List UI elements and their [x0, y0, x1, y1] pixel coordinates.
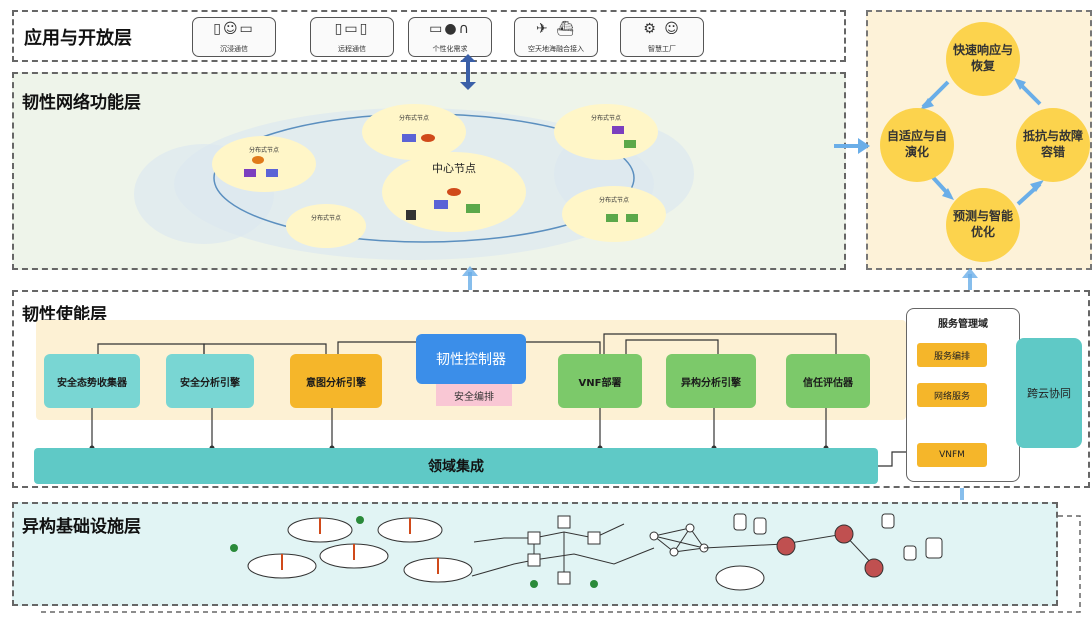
domain-integration-bar[interactable]: 领域集成: [34, 448, 878, 484]
switch-icon: [527, 531, 541, 545]
resilience-prediction: 预测与智能优化: [946, 188, 1020, 262]
dist-node-cloud: [554, 104, 658, 160]
svc-vnfm[interactable]: VNFM: [917, 443, 987, 467]
module-vnf-deploy[interactable]: VNF部署: [558, 354, 642, 408]
router-icon: [421, 134, 435, 142]
dist-node-label: 分布式节点: [591, 114, 621, 122]
enable-connectors: [89, 333, 906, 467]
app-layer-title: 应用与开放层: [24, 28, 132, 49]
module-security-analysis[interactable]: 安全分析引擎: [166, 354, 254, 408]
app-label: 沉浸通信: [220, 45, 248, 53]
dist-node-label: 分布式节点: [311, 214, 341, 222]
app-space-ground[interactable]: ✈ ⛴ 空天地海融合接入: [514, 17, 598, 57]
device-icon: [624, 140, 636, 148]
factory-icon: ⚙ ☺: [643, 21, 681, 37]
dist-node-cloud: [212, 136, 316, 192]
dist-node-cloud: [362, 104, 466, 160]
device-icon: [466, 204, 480, 213]
app-label: 远程通信: [338, 45, 366, 53]
resilience-fast-response: 快速响应与恢复: [946, 22, 1020, 96]
app-immersive[interactable]: ▯☺▭ 沉浸通信: [192, 17, 276, 57]
storage-icon: [925, 537, 943, 559]
switch-icon: [557, 571, 571, 585]
app-label: 智慧工厂: [648, 45, 676, 53]
switch-icon: [527, 553, 541, 567]
phones-icon: ▯▭▯: [334, 21, 370, 37]
device-icon: [606, 214, 618, 222]
infra-layer: 异构基础设施层: [12, 502, 1058, 606]
mesh-network: [649, 523, 709, 557]
app-layer: 应用与开放层 ▯☺▭ 沉浸通信 ▯▭▯ 远程通信 ▭●∩ 个性化需求 ✈ ⛴ 空…: [12, 10, 846, 62]
device-icon: [402, 134, 416, 142]
center-node-label: 中心节点: [432, 162, 476, 175]
router-icon: [776, 536, 796, 556]
cloud-icon: [715, 565, 765, 591]
app-remote[interactable]: ▯▭▯ 远程通信: [310, 17, 394, 57]
switch-icon: [587, 531, 601, 545]
storage-icon: [753, 517, 767, 535]
dist-node-label: 分布式节点: [399, 114, 429, 122]
device-icon: [434, 200, 448, 209]
service-management-panel: 服务管理域 服务编排 网络服务 VNFM: [906, 308, 1020, 482]
module-trust-evaluator[interactable]: 信任评估器: [786, 354, 870, 408]
user-icon: ▭●∩: [429, 21, 471, 37]
app-personal[interactable]: ▭●∩ 个性化需求: [408, 17, 492, 57]
infra-layer-title: 异构基础设施层: [22, 517, 141, 537]
enable-layer: 韧性使能层 安全态势收集器 安全分析引擎 意图分析引擎 韧性控制器 安全编排 V…: [12, 290, 1090, 488]
app-smart-factory[interactable]: ⚙ ☺ 智慧工厂: [620, 17, 704, 57]
module-heterogeneous-analysis[interactable]: 异构分析引擎: [666, 354, 756, 408]
router-icon: [447, 188, 461, 196]
network-layer: 韧性网络功能层 中心节点 分布式节点 分布式节点 分布式节点 分布式节点: [12, 72, 846, 270]
resilience-panel: 快速响应与恢复 自适应与自演化 抵抗与故障容错 预测与智能优化: [866, 10, 1092, 270]
device-icon: [244, 169, 256, 177]
device-icon: [266, 169, 278, 177]
resilience-adaptive: 自适应与自演化: [880, 108, 954, 182]
svc-orchestration[interactable]: 服务编排: [917, 343, 987, 367]
resilience-controller[interactable]: 韧性控制器: [416, 334, 526, 384]
resilience-fault-tolerance: 抵抗与故障容错: [1016, 108, 1090, 182]
cycle-arrows: [920, 78, 1044, 206]
storage-icon: [881, 513, 895, 529]
svc-network-service[interactable]: 网络服务: [917, 383, 987, 407]
dist-node-label: 分布式节点: [249, 146, 279, 154]
network-layer-title: 韧性网络功能层: [22, 93, 141, 113]
switch-icon: [557, 515, 571, 529]
security-orchestration[interactable]: 安全编排: [436, 384, 512, 406]
pin-icon: [230, 544, 238, 552]
dist-node-label: 分布式节点: [599, 196, 629, 204]
storage-icon: [733, 513, 747, 531]
dist-node-cloud: [286, 204, 366, 248]
infra-diagram: [230, 513, 943, 591]
service-management-title: 服务管理域: [938, 319, 988, 330]
storage-icon: [903, 545, 917, 561]
device-icon: [626, 214, 638, 222]
router-icon: [252, 156, 264, 164]
pin-icon: [356, 516, 364, 524]
app-label: 个性化需求: [432, 45, 468, 53]
satellite-icon: ✈ ⛴: [536, 21, 576, 37]
cross-cloud-coordination[interactable]: 跨云协同: [1016, 338, 1082, 448]
pin-icon: [530, 580, 538, 588]
app-label: 空天地海融合接入: [528, 45, 584, 53]
module-security-collector[interactable]: 安全态势收集器: [44, 354, 140, 408]
device-icon: [406, 210, 416, 220]
devices-icon: ▯☺▭: [213, 21, 255, 37]
device-icon: [612, 126, 624, 134]
router-icon: [864, 558, 884, 578]
network-diagram: 中心节点 分布式节点 分布式节点 分布式节点 分布式节点 分布式节点: [134, 104, 694, 260]
router-icon: [834, 524, 854, 544]
pin-icon: [590, 580, 598, 588]
module-intent-analysis[interactable]: 意图分析引擎: [290, 354, 382, 408]
